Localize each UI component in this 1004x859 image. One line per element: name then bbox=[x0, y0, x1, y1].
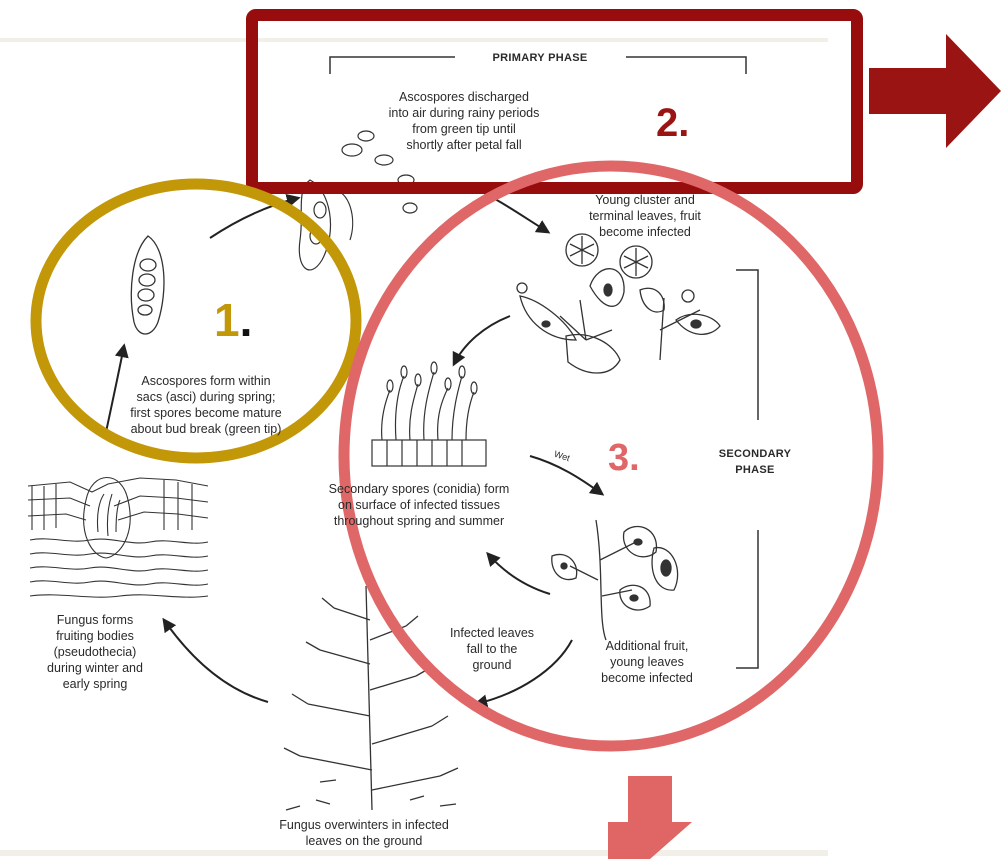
conidia-illustration bbox=[372, 362, 486, 466]
caption-overwinters: Fungus overwinters in infected leaves on… bbox=[252, 817, 476, 849]
highlight-label-2: 2. bbox=[656, 100, 689, 146]
primary-phase-arrow bbox=[869, 34, 1001, 148]
highlight-label-1-digit: 1 bbox=[214, 294, 240, 346]
secondary-phase-label: SECONDARY PHASE bbox=[700, 446, 810, 478]
caption-additional-fruit: Additional fruit, young leaves become in… bbox=[582, 638, 712, 686]
tree-illustration bbox=[284, 586, 458, 810]
caption-fruiting-bodies: Fungus forms fruiting bodies (pseudothec… bbox=[28, 612, 162, 692]
caption-ascospores-discharged: Ascospores discharged into air during ra… bbox=[366, 89, 562, 153]
top-band bbox=[0, 38, 828, 42]
pseudothecia-illustration bbox=[28, 478, 208, 598]
arrow-branch-to-conidia bbox=[488, 554, 550, 594]
young-cluster-illustration bbox=[517, 234, 720, 373]
ascus-illustration bbox=[131, 236, 164, 334]
infected-branch-illustration bbox=[552, 520, 678, 640]
primary-phase-label: PRIMARY PHASE bbox=[462, 50, 618, 66]
arrow-ground-to-pseudothecia bbox=[164, 620, 268, 702]
caption-secondary-spores: Secondary spores (conidia) form on surfa… bbox=[318, 481, 520, 529]
highlight-label-3: 3. bbox=[608, 436, 640, 480]
bottom-band bbox=[0, 850, 828, 856]
caption-young-cluster: Young cluster and terminal leaves, fruit… bbox=[570, 192, 720, 240]
caption-infected-leaves-fall: Infected leaves fall to the ground bbox=[434, 625, 550, 673]
arrow-cluster-to-conidia bbox=[454, 316, 510, 364]
caption-ascospores-form: Ascospores form within sacs (asci) durin… bbox=[100, 373, 312, 437]
highlight-label-1-dot: . bbox=[240, 294, 253, 346]
highlight-label-1: 1. bbox=[214, 294, 252, 346]
secondary-phase-down-arrow bbox=[608, 776, 692, 859]
